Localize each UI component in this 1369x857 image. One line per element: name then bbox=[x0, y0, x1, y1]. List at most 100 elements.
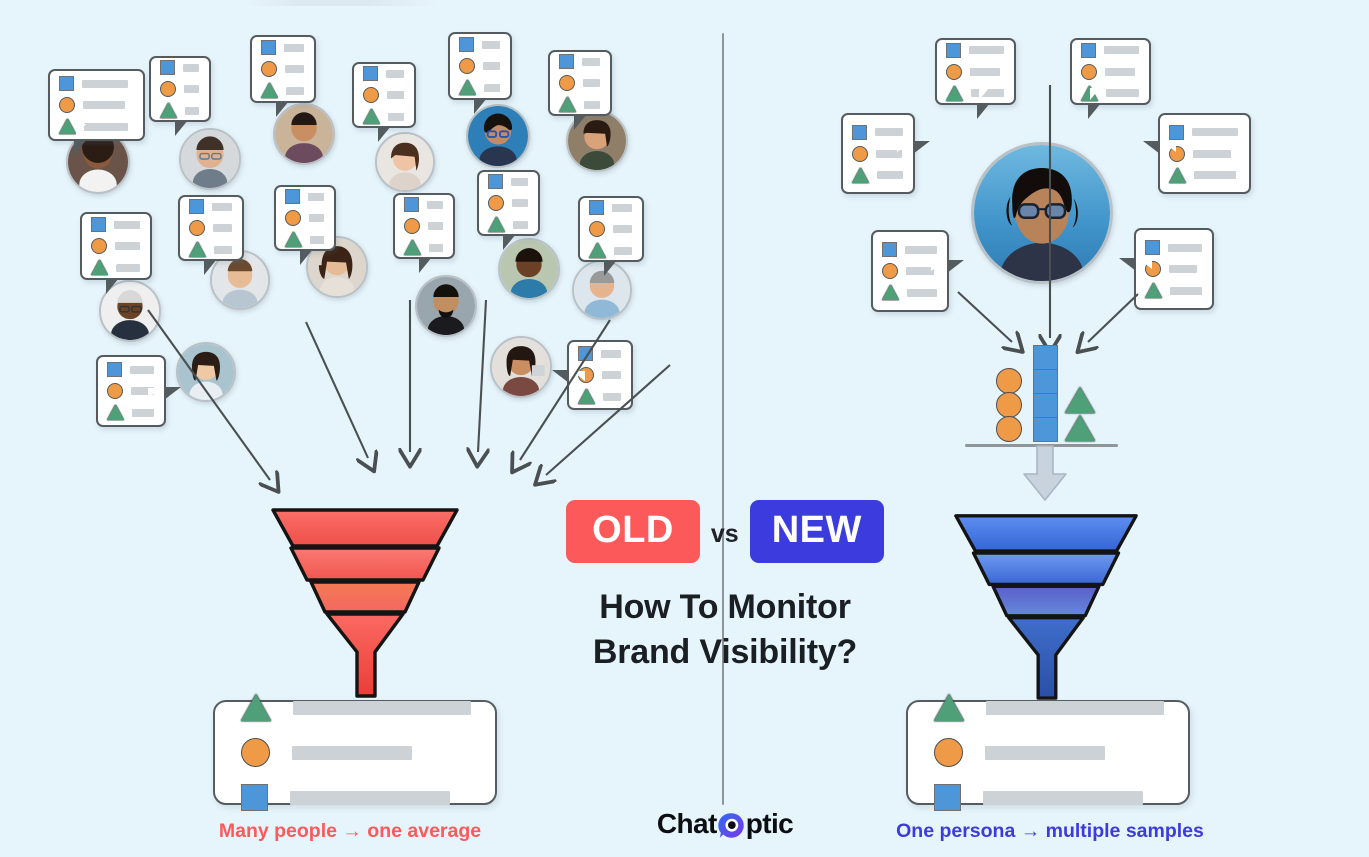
square-icon bbox=[1081, 42, 1096, 58]
text-bar bbox=[429, 243, 443, 252]
logo-text-before: Chat bbox=[656, 808, 717, 839]
bubble-tail bbox=[378, 111, 391, 142]
square-icon bbox=[91, 217, 106, 232]
optic-eye-bubble-icon bbox=[718, 812, 745, 839]
text-bar bbox=[583, 79, 600, 87]
signal-bubble bbox=[274, 185, 336, 265]
bubble-tail bbox=[300, 234, 313, 265]
bubble-row bbox=[459, 58, 500, 74]
square-icon bbox=[1033, 369, 1058, 394]
text-bar bbox=[1104, 46, 1139, 54]
avatar-photo bbox=[417, 277, 475, 335]
result-bar bbox=[986, 700, 1164, 715]
signal-bubble bbox=[1070, 38, 1151, 119]
triangle-icon bbox=[285, 232, 302, 247]
result-bar bbox=[983, 790, 1143, 805]
text-bar bbox=[1106, 89, 1139, 97]
bubble-row bbox=[59, 97, 133, 113]
result-bar bbox=[292, 745, 412, 760]
circle-icon bbox=[996, 368, 1022, 394]
text-bar bbox=[286, 86, 304, 95]
text-bar bbox=[1170, 286, 1202, 295]
text-bar bbox=[513, 220, 528, 229]
triangle-icon bbox=[91, 260, 108, 275]
avatar-photo bbox=[377, 134, 433, 190]
circle-icon bbox=[459, 58, 475, 74]
text-bar bbox=[584, 100, 600, 109]
triangle-icon bbox=[578, 389, 595, 404]
right-sampling-arrows bbox=[957, 85, 1139, 360]
bubble-row bbox=[1081, 63, 1139, 80]
signal-bubble bbox=[1119, 228, 1214, 310]
text-bar bbox=[483, 62, 500, 70]
bubble-row bbox=[589, 221, 632, 237]
bubble-tail bbox=[175, 105, 188, 136]
avatar-photo bbox=[468, 106, 528, 166]
circle-icon bbox=[107, 383, 123, 399]
text-bar bbox=[132, 408, 154, 417]
text-bar bbox=[613, 225, 632, 233]
bubble-tail bbox=[148, 387, 181, 400]
badge-new: NEW bbox=[749, 500, 884, 563]
bubble-row bbox=[559, 54, 600, 69]
brand-logo: Chat ptic bbox=[560, 808, 890, 840]
circle-icon bbox=[91, 238, 107, 254]
signal-bubble bbox=[393, 193, 455, 273]
text-bar bbox=[875, 128, 903, 136]
bubble-row bbox=[189, 242, 232, 257]
bubble-row bbox=[946, 42, 1004, 58]
square-icon bbox=[1033, 417, 1058, 442]
circle-icon bbox=[1081, 63, 1097, 80]
square-icon bbox=[189, 199, 204, 214]
square-icon bbox=[1145, 240, 1160, 255]
circle-icon bbox=[59, 97, 75, 113]
bubble-row bbox=[1169, 124, 1239, 140]
circle-icon bbox=[404, 218, 420, 234]
aggregate-down-arrow bbox=[1023, 445, 1067, 501]
text-bar bbox=[308, 192, 324, 201]
text-bar bbox=[183, 63, 199, 72]
triangle-icon bbox=[107, 405, 124, 420]
circle-icon bbox=[241, 738, 270, 767]
circle-icon bbox=[285, 210, 301, 226]
square-icon bbox=[578, 346, 593, 361]
funnel-old bbox=[271, 508, 459, 698]
triangle-icon bbox=[559, 97, 576, 112]
text-bar bbox=[387, 91, 404, 99]
bubble-row bbox=[363, 66, 404, 81]
bubble-row bbox=[107, 383, 154, 399]
triangle-icon bbox=[459, 80, 476, 95]
left-convergence-arrows bbox=[147, 299, 671, 490]
panel-divider bbox=[722, 33, 724, 805]
bubble-row bbox=[285, 189, 324, 204]
signal-bubble bbox=[149, 56, 211, 136]
text-bar bbox=[83, 101, 125, 109]
text-bar bbox=[212, 202, 232, 211]
bubble-tail bbox=[474, 83, 487, 114]
persona-photo bbox=[974, 145, 1110, 281]
triangle-icon bbox=[59, 119, 76, 134]
funnel-new bbox=[954, 514, 1138, 700]
text-bar bbox=[284, 43, 304, 52]
signal-bubble bbox=[552, 340, 633, 410]
result-bar bbox=[293, 700, 471, 715]
avatar bbox=[490, 336, 552, 398]
circle-icon bbox=[934, 738, 963, 767]
avatar-photo bbox=[212, 252, 268, 308]
circle-icon bbox=[160, 81, 176, 97]
text-bar bbox=[388, 112, 404, 121]
square-icon bbox=[363, 66, 378, 81]
bubble-row bbox=[882, 285, 937, 300]
text-bar bbox=[601, 349, 621, 358]
bubble-row bbox=[285, 210, 324, 226]
circle-icon bbox=[996, 392, 1022, 418]
text-bar bbox=[310, 235, 324, 244]
bubble-tail bbox=[1119, 258, 1152, 271]
sample-distribution bbox=[960, 335, 1130, 447]
text-bar bbox=[114, 220, 140, 229]
square-icon bbox=[1033, 393, 1058, 418]
bubble-row bbox=[1081, 42, 1139, 58]
avatar bbox=[375, 132, 435, 192]
result-card-old bbox=[213, 694, 497, 811]
signal-bubble bbox=[96, 355, 181, 427]
